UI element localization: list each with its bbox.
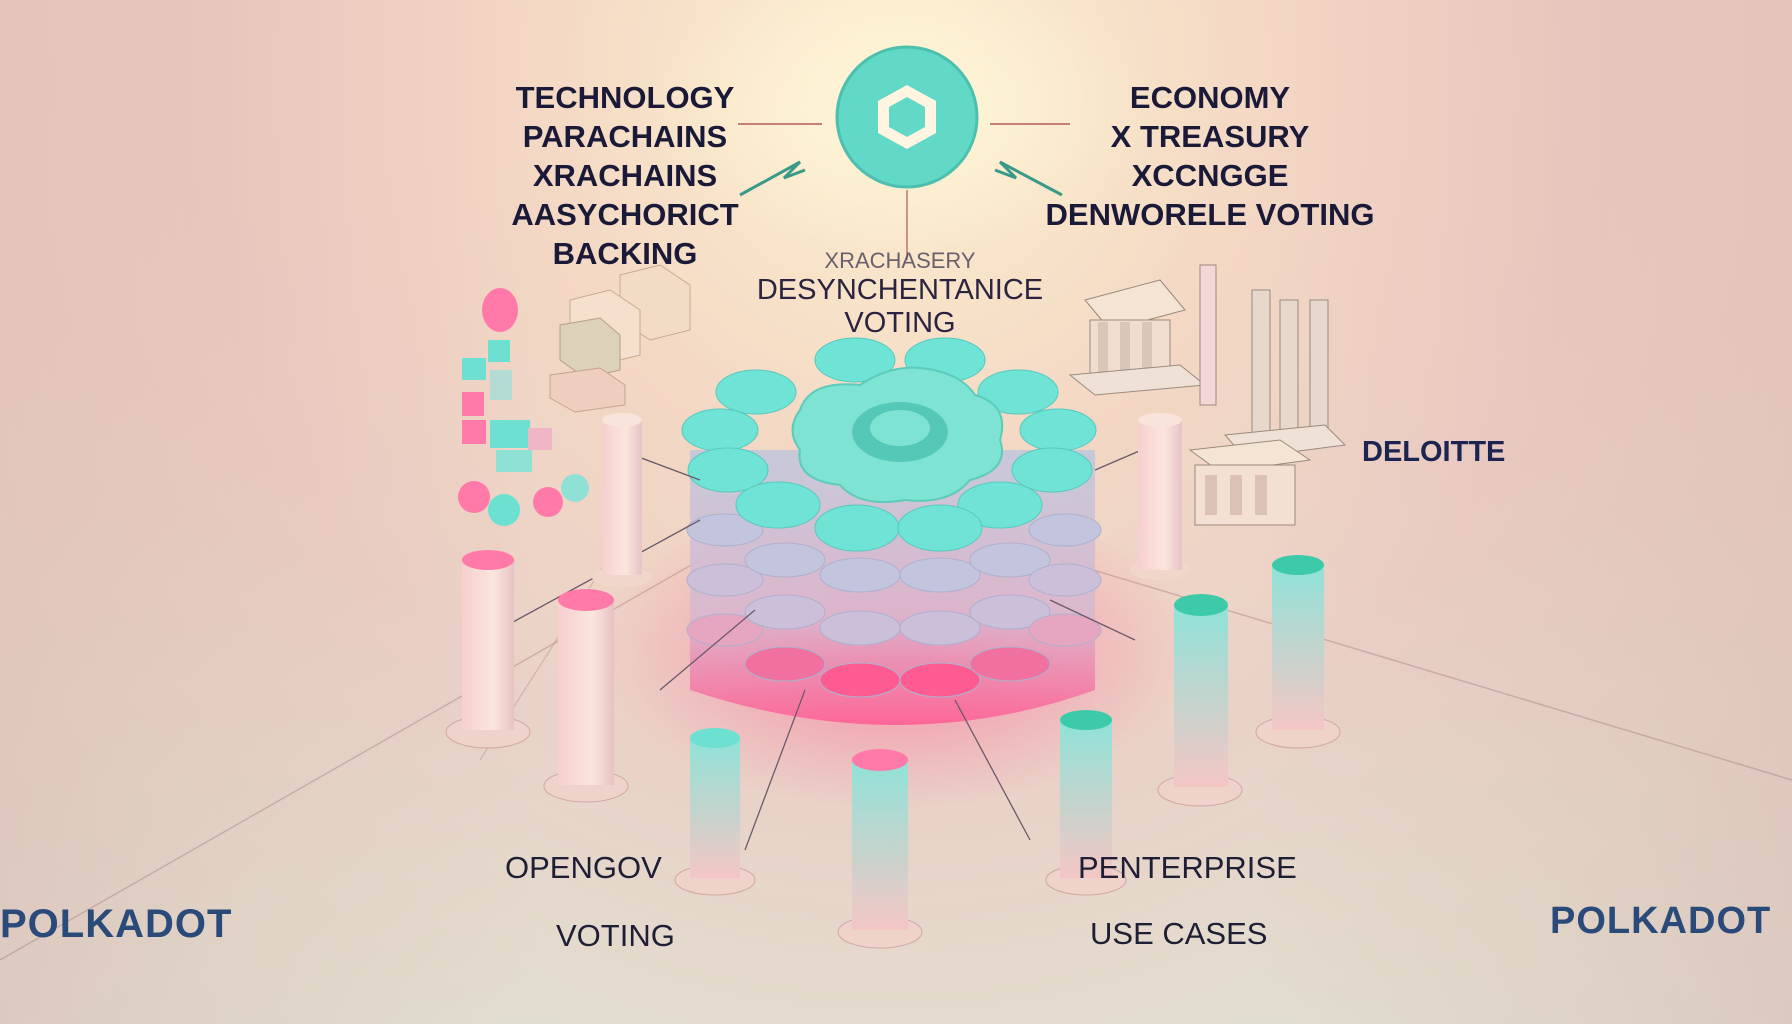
blockchain-stack: [681, 337, 1102, 725]
enterprise-label: PENTERPRISE: [1078, 850, 1297, 885]
floor-line: [1059, 559, 1792, 781]
blocks-cluster-left: [458, 264, 691, 526]
pillars: [445, 413, 1341, 949]
technology-list: TECHNOLOGY PARACHAINS XRACHAINS AASYCHOR…: [455, 78, 795, 273]
economy-list: ECONOMY X TREASURY XCCNGGE DENWORELE VOT…: [1040, 78, 1380, 234]
economy-item: XCCNGGE: [1131, 158, 1289, 193]
economy-item: X TREASURY: [1110, 119, 1310, 154]
arrow-icon: [994, 160, 1063, 197]
institution-buildings-right: [1068, 264, 1347, 526]
use-cases-label: USE CASES: [1090, 916, 1268, 951]
technology-item: PARACHAINS: [522, 119, 728, 154]
arrow-icon: [739, 160, 806, 197]
center-small-text: XRACHASERY: [824, 248, 976, 273]
hub-logo-icon: [835, 45, 979, 189]
voting-label: VOTING: [556, 918, 675, 953]
partner-logo: DELOITTE: [1362, 436, 1506, 468]
technology-item: XRACHAINS: [532, 158, 718, 193]
economy-title: ECONOMY: [1129, 80, 1291, 115]
polkadot-brand-left: POLKADOT: [0, 902, 233, 946]
center-caption: XRACHASERY DESYNCHENTANICE VOTING: [700, 248, 1100, 340]
opengov-label: OPENGOV: [505, 850, 662, 885]
technology-item: AASYCHORICT BACKING: [511, 197, 739, 271]
polkadot-brand-right: POLKADOT: [1550, 900, 1772, 942]
center-main-text: DESYNCHENTANICE VOTING: [756, 274, 1044, 339]
economy-item: DENWORELE VOTING: [1045, 197, 1375, 232]
technology-title: TECHNOLOGY: [515, 80, 735, 115]
